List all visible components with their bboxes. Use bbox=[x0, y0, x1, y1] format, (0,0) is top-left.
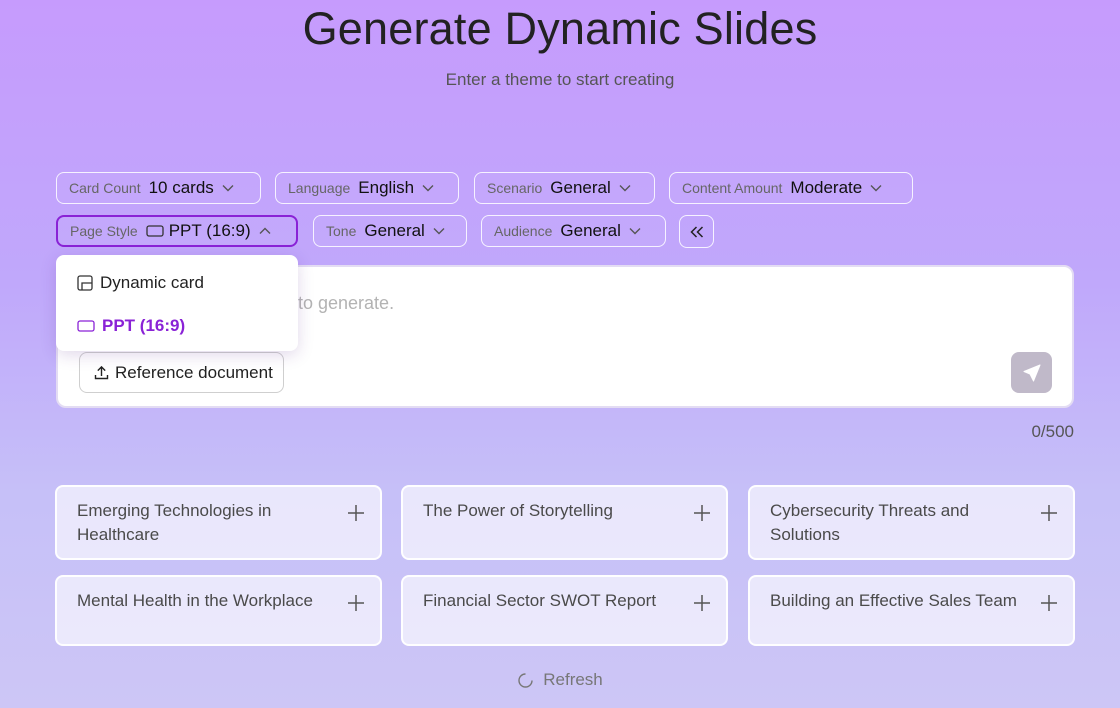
page-title: Generate Dynamic Slides bbox=[302, 3, 818, 54]
suggestion-text: Mental Health in the Workplace bbox=[77, 591, 313, 610]
suggestion-card[interactable]: Financial Sector SWOT Report bbox=[401, 575, 728, 646]
plus-icon bbox=[1040, 594, 1058, 619]
content-amount-select[interactable]: Content Amount Moderate bbox=[669, 172, 913, 204]
card-count-select[interactable]: Card Count 10 cards bbox=[56, 172, 261, 204]
chevron-down-icon bbox=[422, 184, 434, 192]
character-counter: 0/500 bbox=[1031, 422, 1074, 441]
chevron-down-icon bbox=[433, 227, 445, 235]
content-amount-value: Moderate bbox=[790, 178, 863, 197]
suggestion-text: Emerging Technologies in Healthcare bbox=[77, 501, 272, 544]
card-count-label: Card Count bbox=[69, 180, 141, 196]
reference-document-button[interactable]: Reference document bbox=[79, 352, 284, 393]
chevron-down-icon bbox=[629, 227, 641, 235]
ppt-icon bbox=[146, 225, 164, 237]
chevron-down-icon bbox=[222, 184, 234, 192]
dropdown-item-label: Dynamic card bbox=[100, 272, 204, 292]
page-subtitle: Enter a theme to start creating bbox=[445, 70, 675, 89]
send-icon bbox=[1022, 363, 1042, 383]
page-style-label: Page Style bbox=[70, 223, 138, 239]
scenario-value: General bbox=[550, 178, 611, 197]
tone-value: General bbox=[364, 221, 425, 240]
plus-icon bbox=[693, 504, 711, 529]
plus-icon bbox=[693, 594, 711, 619]
suggestion-text: Building an Effective Sales Team bbox=[770, 591, 1017, 610]
language-select[interactable]: Language English bbox=[275, 172, 459, 204]
double-chevron-left-icon bbox=[689, 225, 704, 238]
plus-icon bbox=[347, 504, 365, 529]
suggestion-card[interactable]: Mental Health in the Workplace bbox=[55, 575, 382, 646]
refresh-button[interactable]: Refresh bbox=[0, 670, 1120, 690]
content-amount-label: Content Amount bbox=[682, 180, 783, 196]
ppt-icon bbox=[77, 319, 95, 332]
tone-label: Tone bbox=[326, 223, 357, 239]
send-button[interactable] bbox=[1011, 352, 1052, 393]
prompt-placeholder: to generate. bbox=[298, 293, 395, 313]
suggestion-card[interactable]: Emerging Technologies in Healthcare bbox=[55, 485, 382, 560]
scenario-label: Scenario bbox=[487, 180, 543, 196]
dropdown-item-dynamic-card[interactable]: Dynamic card bbox=[56, 261, 298, 304]
chevron-up-icon bbox=[259, 227, 271, 235]
dynamic-card-icon bbox=[77, 274, 93, 291]
refresh-label: Refresh bbox=[543, 670, 603, 689]
page-style-value: PPT (16:9) bbox=[168, 221, 251, 240]
chevron-down-icon bbox=[870, 184, 882, 192]
suggestion-text: The Power of Storytelling bbox=[423, 501, 613, 520]
plus-icon bbox=[347, 594, 365, 619]
language-label: Language bbox=[288, 180, 351, 196]
page-style-dropdown: Dynamic card PPT (16:9) bbox=[56, 255, 298, 351]
suggestion-card[interactable]: Cybersecurity Threats and Solutions bbox=[748, 485, 1075, 560]
audience-label: Audience bbox=[494, 223, 553, 239]
tone-select[interactable]: Tone General bbox=[313, 215, 467, 247]
upload-icon bbox=[94, 365, 109, 380]
collapse-options-button[interactable] bbox=[679, 215, 714, 248]
suggestion-card[interactable]: Building an Effective Sales Team bbox=[748, 575, 1075, 646]
page-style-select[interactable]: Page Style PPT (16:9) bbox=[56, 215, 298, 247]
language-value: English bbox=[358, 178, 415, 197]
dropdown-item-label: PPT (16:9) bbox=[102, 315, 186, 335]
audience-value: General bbox=[560, 221, 621, 240]
scenario-select[interactable]: Scenario General bbox=[474, 172, 655, 204]
card-count-value: 10 cards bbox=[148, 178, 214, 197]
reference-document-label: Reference document bbox=[115, 362, 273, 382]
suggestion-text: Cybersecurity Threats and Solutions bbox=[770, 501, 970, 544]
plus-icon bbox=[1040, 504, 1058, 529]
audience-select[interactable]: Audience General bbox=[481, 215, 666, 247]
suggestion-text: Financial Sector SWOT Report bbox=[423, 591, 657, 610]
chevron-down-icon bbox=[619, 184, 631, 192]
dropdown-item-ppt[interactable]: PPT (16:9) bbox=[56, 304, 298, 347]
suggestion-card[interactable]: The Power of Storytelling bbox=[401, 485, 728, 560]
refresh-icon bbox=[517, 672, 534, 689]
